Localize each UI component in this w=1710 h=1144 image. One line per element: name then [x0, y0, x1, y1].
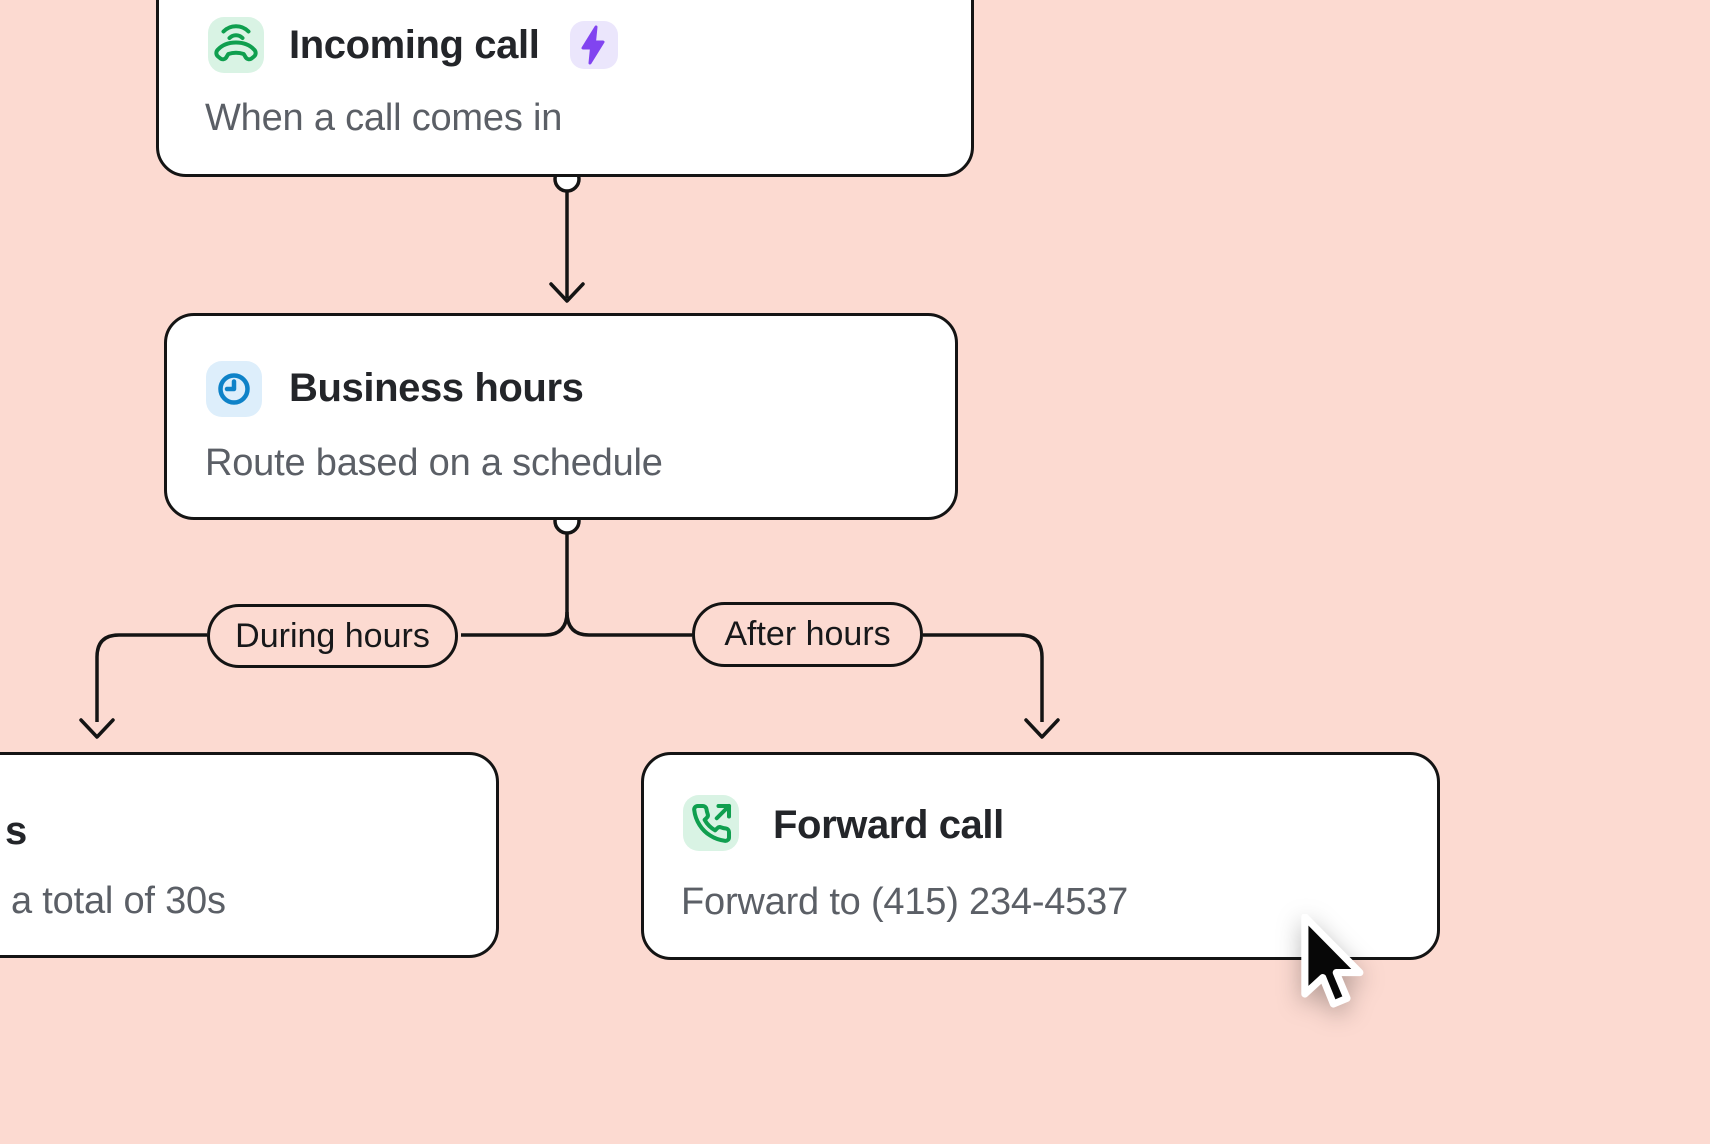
arrowhead-during — [79, 718, 115, 739]
ring-step-subtitle-fragment: a total of 30s — [11, 880, 226, 922]
business-hours-node[interactable]: Business hours Route based on a schedule — [164, 313, 958, 520]
branch-label-during-hours: During hours — [207, 604, 458, 668]
lightning-bolt-icon — [570, 21, 618, 69]
forward-call-subtitle: Forward to (415) 234-4537 — [681, 881, 1129, 923]
ring-step-node[interactable]: s a total of 30s — [0, 752, 499, 958]
during-hours-text: During hours — [235, 616, 430, 655]
connector-line-during — [95, 633, 207, 722]
business-hours-subtitle: Route based on a schedule — [205, 442, 663, 484]
incoming-call-node[interactable]: Incoming call When a call comes in — [156, 0, 974, 177]
incoming-call-title: Incoming call — [289, 23, 540, 67]
connector-split-right — [565, 611, 692, 637]
clock-icon — [206, 361, 262, 417]
forward-call-title: Forward call — [773, 803, 1004, 847]
forward-call-node[interactable]: Forward call Forward to (415) 234-4537 — [641, 752, 1440, 960]
branch-label-after-hours: After hours — [692, 602, 923, 667]
after-hours-text: After hours — [724, 615, 891, 653]
phone-outgoing-icon — [683, 795, 739, 851]
business-hours-title: Business hours — [289, 366, 584, 410]
arrowhead-after — [1024, 718, 1060, 739]
arrowhead-top — [549, 282, 585, 303]
ring-step-title-fragment: s — [5, 809, 27, 853]
connector-split-left — [461, 533, 569, 637]
incoming-call-subtitle: When a call comes in — [205, 97, 563, 139]
incoming-call-icon — [208, 17, 264, 73]
connector-line-after — [923, 633, 1044, 722]
